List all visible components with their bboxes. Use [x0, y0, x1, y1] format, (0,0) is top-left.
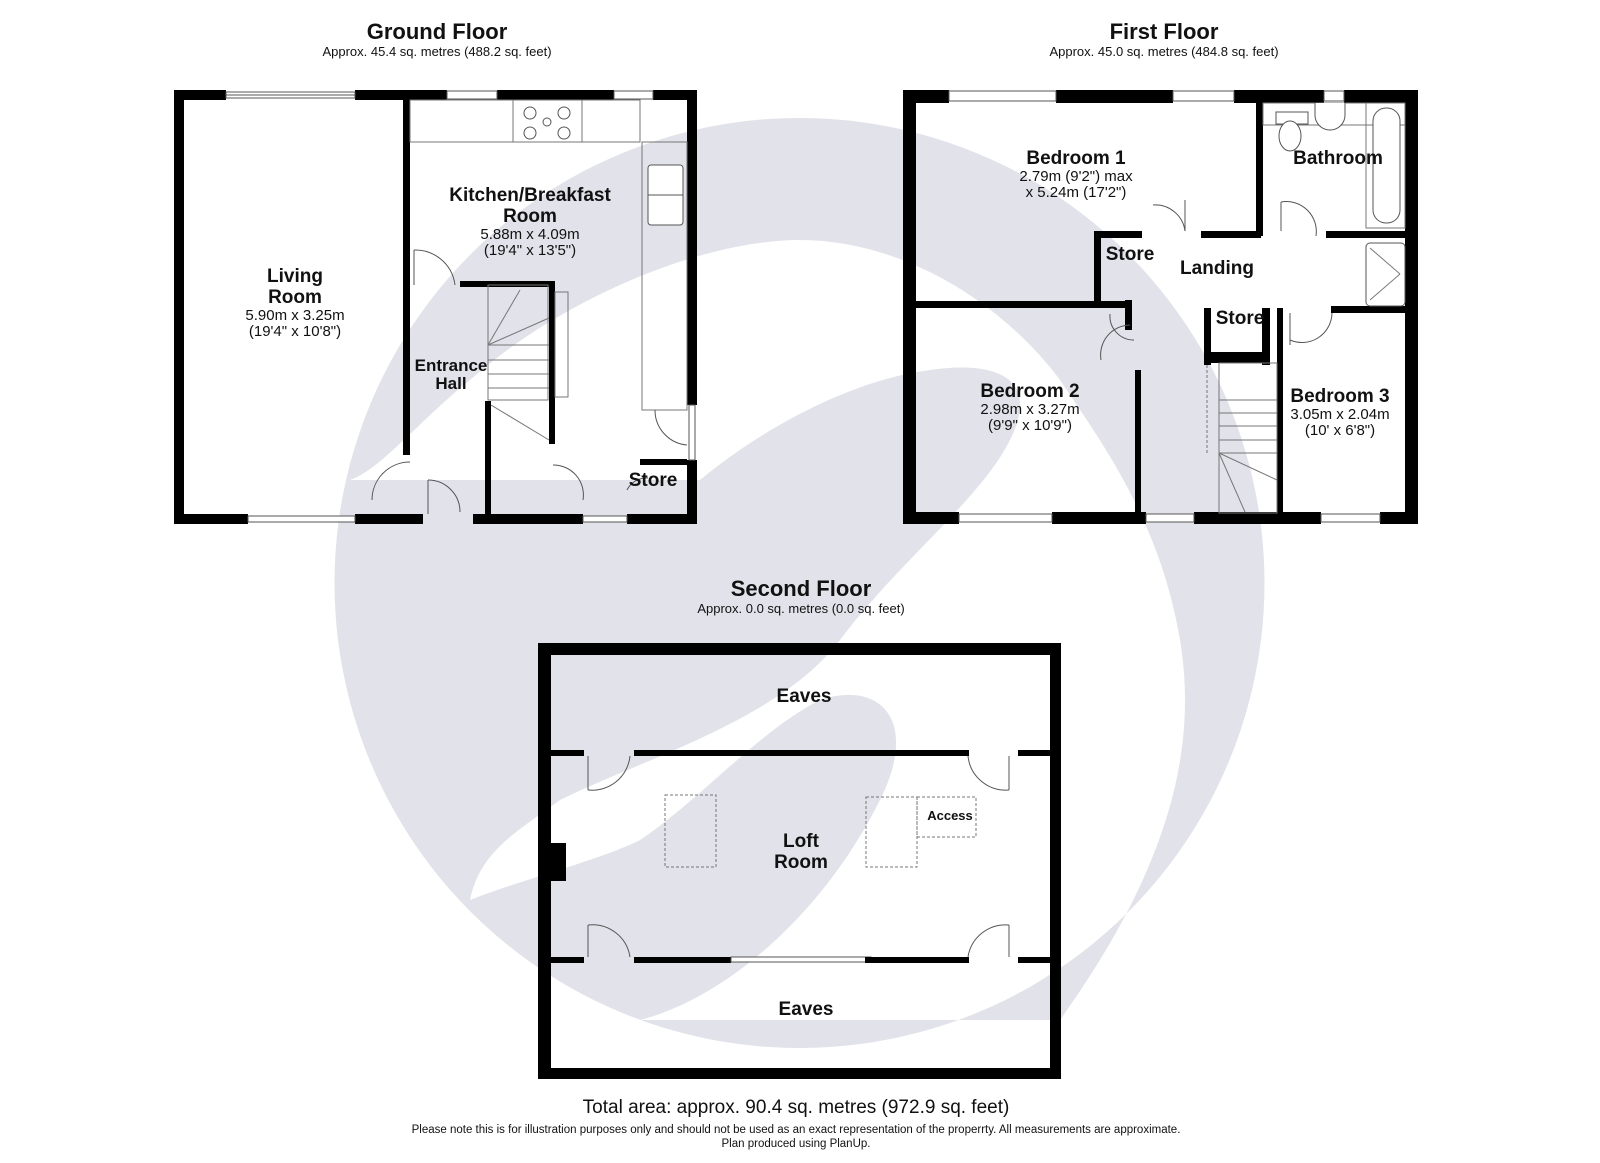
- room-name: Bedroom 1: [1026, 148, 1126, 169]
- second-floor-plan: [538, 643, 1061, 1079]
- first-floor-header: First Floor Approx. 45.0 sq. metres (484…: [1049, 20, 1278, 59]
- room-name: Bathroom: [1293, 148, 1383, 169]
- disclaimer: Please note this is for illustration pur…: [411, 1123, 1181, 1136]
- room-living: Living Room 5.90m x 3.25m (19'4" x 10'8"…: [245, 266, 344, 340]
- plan-credit: Plan produced using PlanUp.: [721, 1137, 871, 1150]
- loft-access-hatch: Access: [927, 809, 973, 823]
- room-dimensions-line1: 2.79m (9'2") max: [1019, 168, 1133, 185]
- room-name: Room: [774, 852, 828, 873]
- room-kitchen: Kitchen/Breakfast Room 5.88m x 4.09m (19…: [449, 185, 611, 259]
- room-dimensions-imperial: (10' x 6'8"): [1304, 422, 1376, 439]
- room-eaves-bottom: Eaves: [779, 999, 834, 1020]
- room-store-left: Store: [1106, 244, 1155, 265]
- first-floor-title: First Floor: [1109, 19, 1219, 44]
- ground-floor-area: Approx. 45.4 sq. metres (488.2 sq. feet): [322, 44, 552, 60]
- footer: Total area: approx. 90.4 sq. metres (972…: [412, 1098, 1181, 1151]
- room-dimensions-metric: 3.05m x 2.04m: [1290, 406, 1390, 423]
- ground-floor-title: Ground Floor: [366, 19, 508, 44]
- second-floor-area: Approx. 0.0 sq. metres (0.0 sq. feet): [697, 601, 905, 617]
- room-dimensions-imperial: (19'4" x 13'5"): [483, 242, 577, 259]
- watermark-ring: [334, 118, 1265, 1048]
- room-dimensions-line2: x 5.24m (17'2"): [1025, 184, 1127, 201]
- room-bedroom-3: Bedroom 3 3.05m x 2.04m (10' x 6'8"): [1290, 386, 1389, 439]
- room-name: Eaves: [776, 686, 832, 707]
- room-name: Bedroom 2: [980, 381, 1080, 402]
- room-name: Hall: [435, 374, 467, 393]
- room-eaves-top: Eaves: [777, 686, 832, 707]
- room-entrance-hall: Entrance Hall: [415, 357, 488, 393]
- room-dimensions-imperial: (19'4" x 10'8"): [248, 323, 342, 340]
- ground-floor-plan: [174, 90, 697, 524]
- room-name: Store: [1105, 244, 1155, 265]
- room-store-mid: Store: [1216, 308, 1265, 329]
- ground-floor-header: Ground Floor Approx. 45.4 sq. metres (48…: [322, 20, 551, 59]
- room-landing: Landing: [1180, 258, 1254, 279]
- room-name: Entrance: [414, 356, 488, 375]
- room-name: Landing: [1180, 258, 1254, 279]
- room-name: Living: [267, 266, 323, 287]
- second-floor-header: Second Floor Approx. 0.0 sq. metres (0.0…: [697, 577, 904, 616]
- first-floor-area: Approx. 45.0 sq. metres (484.8 sq. feet): [1049, 44, 1279, 60]
- room-name: Bedroom 3: [1290, 386, 1390, 407]
- room-bedroom-2: Bedroom 2 2.98m x 3.27m (9'9" x 10'9"): [980, 381, 1079, 434]
- room-name: Room: [503, 206, 557, 227]
- room-bathroom: Bathroom: [1293, 148, 1383, 169]
- room-dimensions-metric: 5.88m x 4.09m: [480, 226, 580, 243]
- access-label: Access: [927, 808, 973, 823]
- total-area: Total area: approx. 90.4 sq. metres (972…: [582, 1097, 1010, 1118]
- room-name: Store: [628, 470, 678, 491]
- room-store-ground: Store: [629, 470, 678, 491]
- room-dimensions-metric: 2.98m x 3.27m: [980, 401, 1080, 418]
- first-floor-plan: [903, 90, 1418, 524]
- room-name: Room: [268, 287, 322, 308]
- room-name: Eaves: [778, 999, 834, 1020]
- room-name: Loft: [783, 831, 819, 852]
- room-loft: Loft Room: [774, 831, 828, 873]
- room-dimensions-metric: 5.90m x 3.25m: [245, 307, 345, 324]
- room-name: Kitchen/Breakfast: [449, 185, 611, 206]
- room-name: Store: [1215, 308, 1265, 329]
- second-floor-title: Second Floor: [730, 576, 872, 601]
- room-dimensions-imperial: (9'9" x 10'9"): [988, 417, 1072, 434]
- room-bedroom-1: Bedroom 1 2.79m (9'2") max x 5.24m (17'2…: [1019, 148, 1132, 201]
